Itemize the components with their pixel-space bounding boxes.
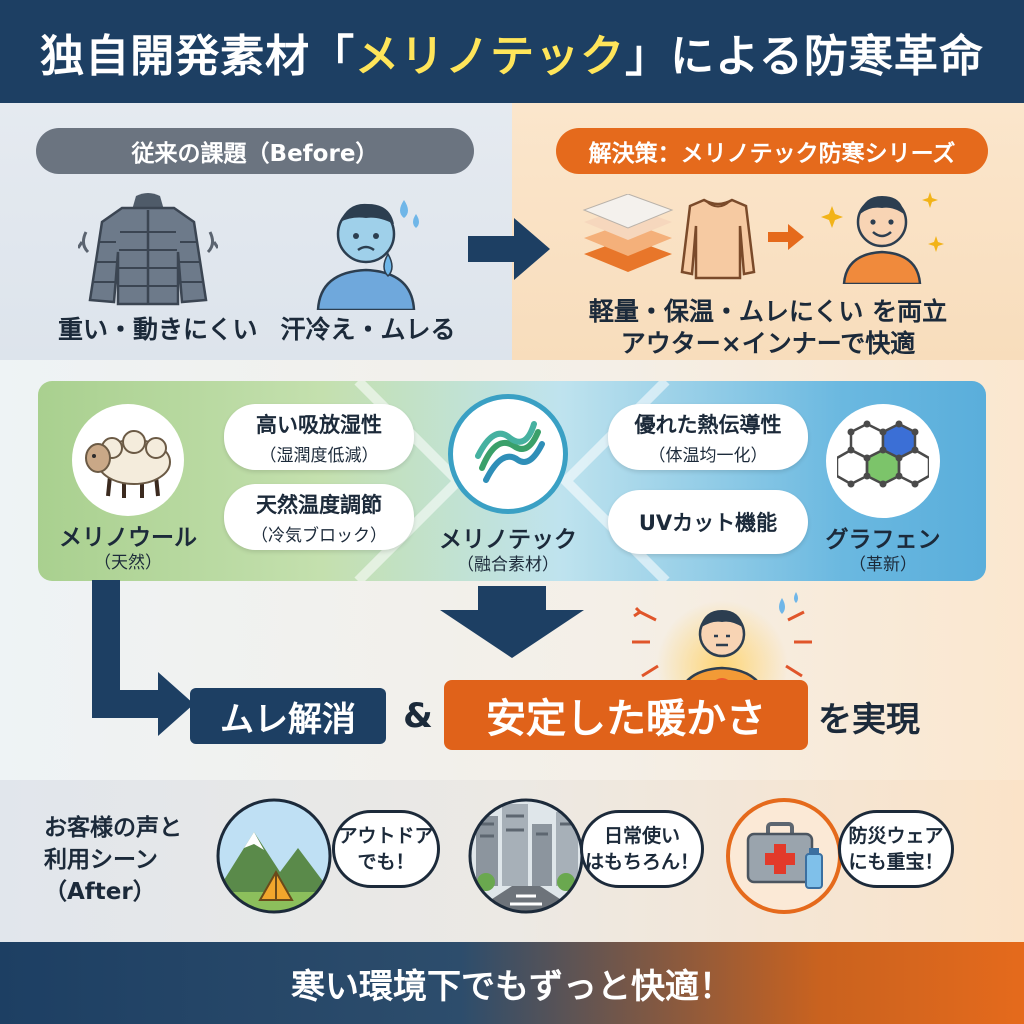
elbow-arrow-icon	[92, 580, 194, 736]
feature-main: 高い吸放湿性	[256, 412, 382, 437]
small-right-arrow-icon	[768, 224, 804, 250]
graphene-sub: （革新）	[849, 555, 917, 575]
speech-bubble-daily: 日常使い はもちろん！	[580, 810, 704, 888]
city-street-icon	[468, 798, 584, 914]
footer-banner: 寒い環境下でもずっと快適！	[0, 942, 1024, 1024]
right-arrow-icon	[468, 218, 550, 280]
speech-line: 防災ウェア	[848, 825, 944, 847]
feature-bubble-moisture: 高い吸放湿性 （湿潤度低減）	[224, 404, 414, 470]
sheep-icon	[85, 430, 171, 498]
footer-text: 寒い環境下でもずっと快適！	[291, 966, 733, 1007]
feature-main: UVカット機能	[638, 511, 778, 535]
result-suffix: を実現	[818, 699, 920, 740]
feature-main: 天然温度調節	[256, 492, 382, 517]
speech-line: はもちろん！	[584, 851, 699, 873]
layered-fabric-icon	[582, 194, 674, 272]
result-ampersand: &	[403, 696, 433, 736]
speech-bubble-disaster: 防災ウェア にも重宝！	[838, 810, 954, 888]
merinotech-sub: （融合素材）	[457, 555, 559, 575]
merinotech-circle	[448, 394, 568, 514]
voices-title: お客様の声と 利用シーン （After）	[44, 812, 214, 908]
voices-title-line: （After）	[44, 879, 156, 905]
feature-bubble-uv: UVカット機能	[608, 490, 808, 554]
title-prefix: 独自開発素材「	[40, 30, 356, 82]
title-suffix: 」による防寒革命	[625, 30, 984, 82]
merino-wool-label: メリノウール	[59, 525, 197, 551]
before-pill: 従来の課題（Before）	[36, 128, 474, 174]
speech-line: アウトドア	[338, 825, 434, 847]
graphene-label: グラフェン	[825, 527, 941, 553]
down-arrow-icon	[440, 586, 584, 658]
feature-bubble-temperature: 天然温度調節 （冷気ブロック）	[224, 484, 414, 550]
result-box-warmth: 安定した暖かさ	[444, 680, 808, 750]
result-box-moisture: ムレ解消	[190, 688, 386, 744]
voices-title-line: お客様の声と	[44, 815, 182, 841]
before-caption-sweat: 汗冷え・ムレる	[280, 315, 456, 344]
title-highlight: メリノテック	[355, 30, 626, 82]
feature-sub: （体温均一化）	[648, 445, 768, 466]
fiber-twist-icon	[475, 421, 545, 483]
graphene-circle	[826, 404, 940, 518]
merino-wool-circle	[72, 404, 184, 516]
speech-line: にも重宝！	[848, 851, 944, 873]
happy-person-icon	[821, 192, 944, 284]
solution-pill: 解決策：メリノテック防寒シリーズ	[556, 128, 988, 174]
speech-bubble-outdoor: アウトドア でも！	[332, 810, 440, 888]
speech-line: 日常使い	[603, 825, 680, 847]
page-title: 独自開発素材「メリノテック」による防寒革命	[40, 20, 984, 84]
feature-sub: （湿潤度低減）	[259, 445, 379, 466]
graphene-lattice-icon	[837, 420, 929, 488]
first-aid-kit-icon	[726, 798, 842, 914]
speech-line: でも！	[357, 851, 415, 873]
feature-bubble-conductivity: 優れた熱伝導性 （体温均一化）	[608, 404, 808, 470]
mountain-tent-icon	[216, 798, 332, 914]
feature-sub: （冷気ブロック）	[251, 525, 387, 546]
header-banner: 独自開発素材「メリノテック」による防寒革命	[0, 0, 1024, 103]
feature-main: 優れた熱伝導性	[634, 412, 782, 437]
puffer-jacket-icon	[78, 193, 218, 306]
before-caption-heavy: 重い・動きにくい	[58, 315, 258, 344]
sweating-person-icon	[316, 200, 419, 310]
long-sleeve-shirt-icon	[680, 198, 756, 280]
merinotech-label: メリノテック	[439, 527, 577, 553]
solution-line-1: 軽量・保温・ムレにくい を両立	[588, 297, 948, 326]
solution-line-2: アウター×インナーで快適	[620, 329, 916, 358]
voices-title-line: 利用シーン	[44, 847, 158, 873]
merino-wool-sub: （天然）	[94, 553, 162, 573]
